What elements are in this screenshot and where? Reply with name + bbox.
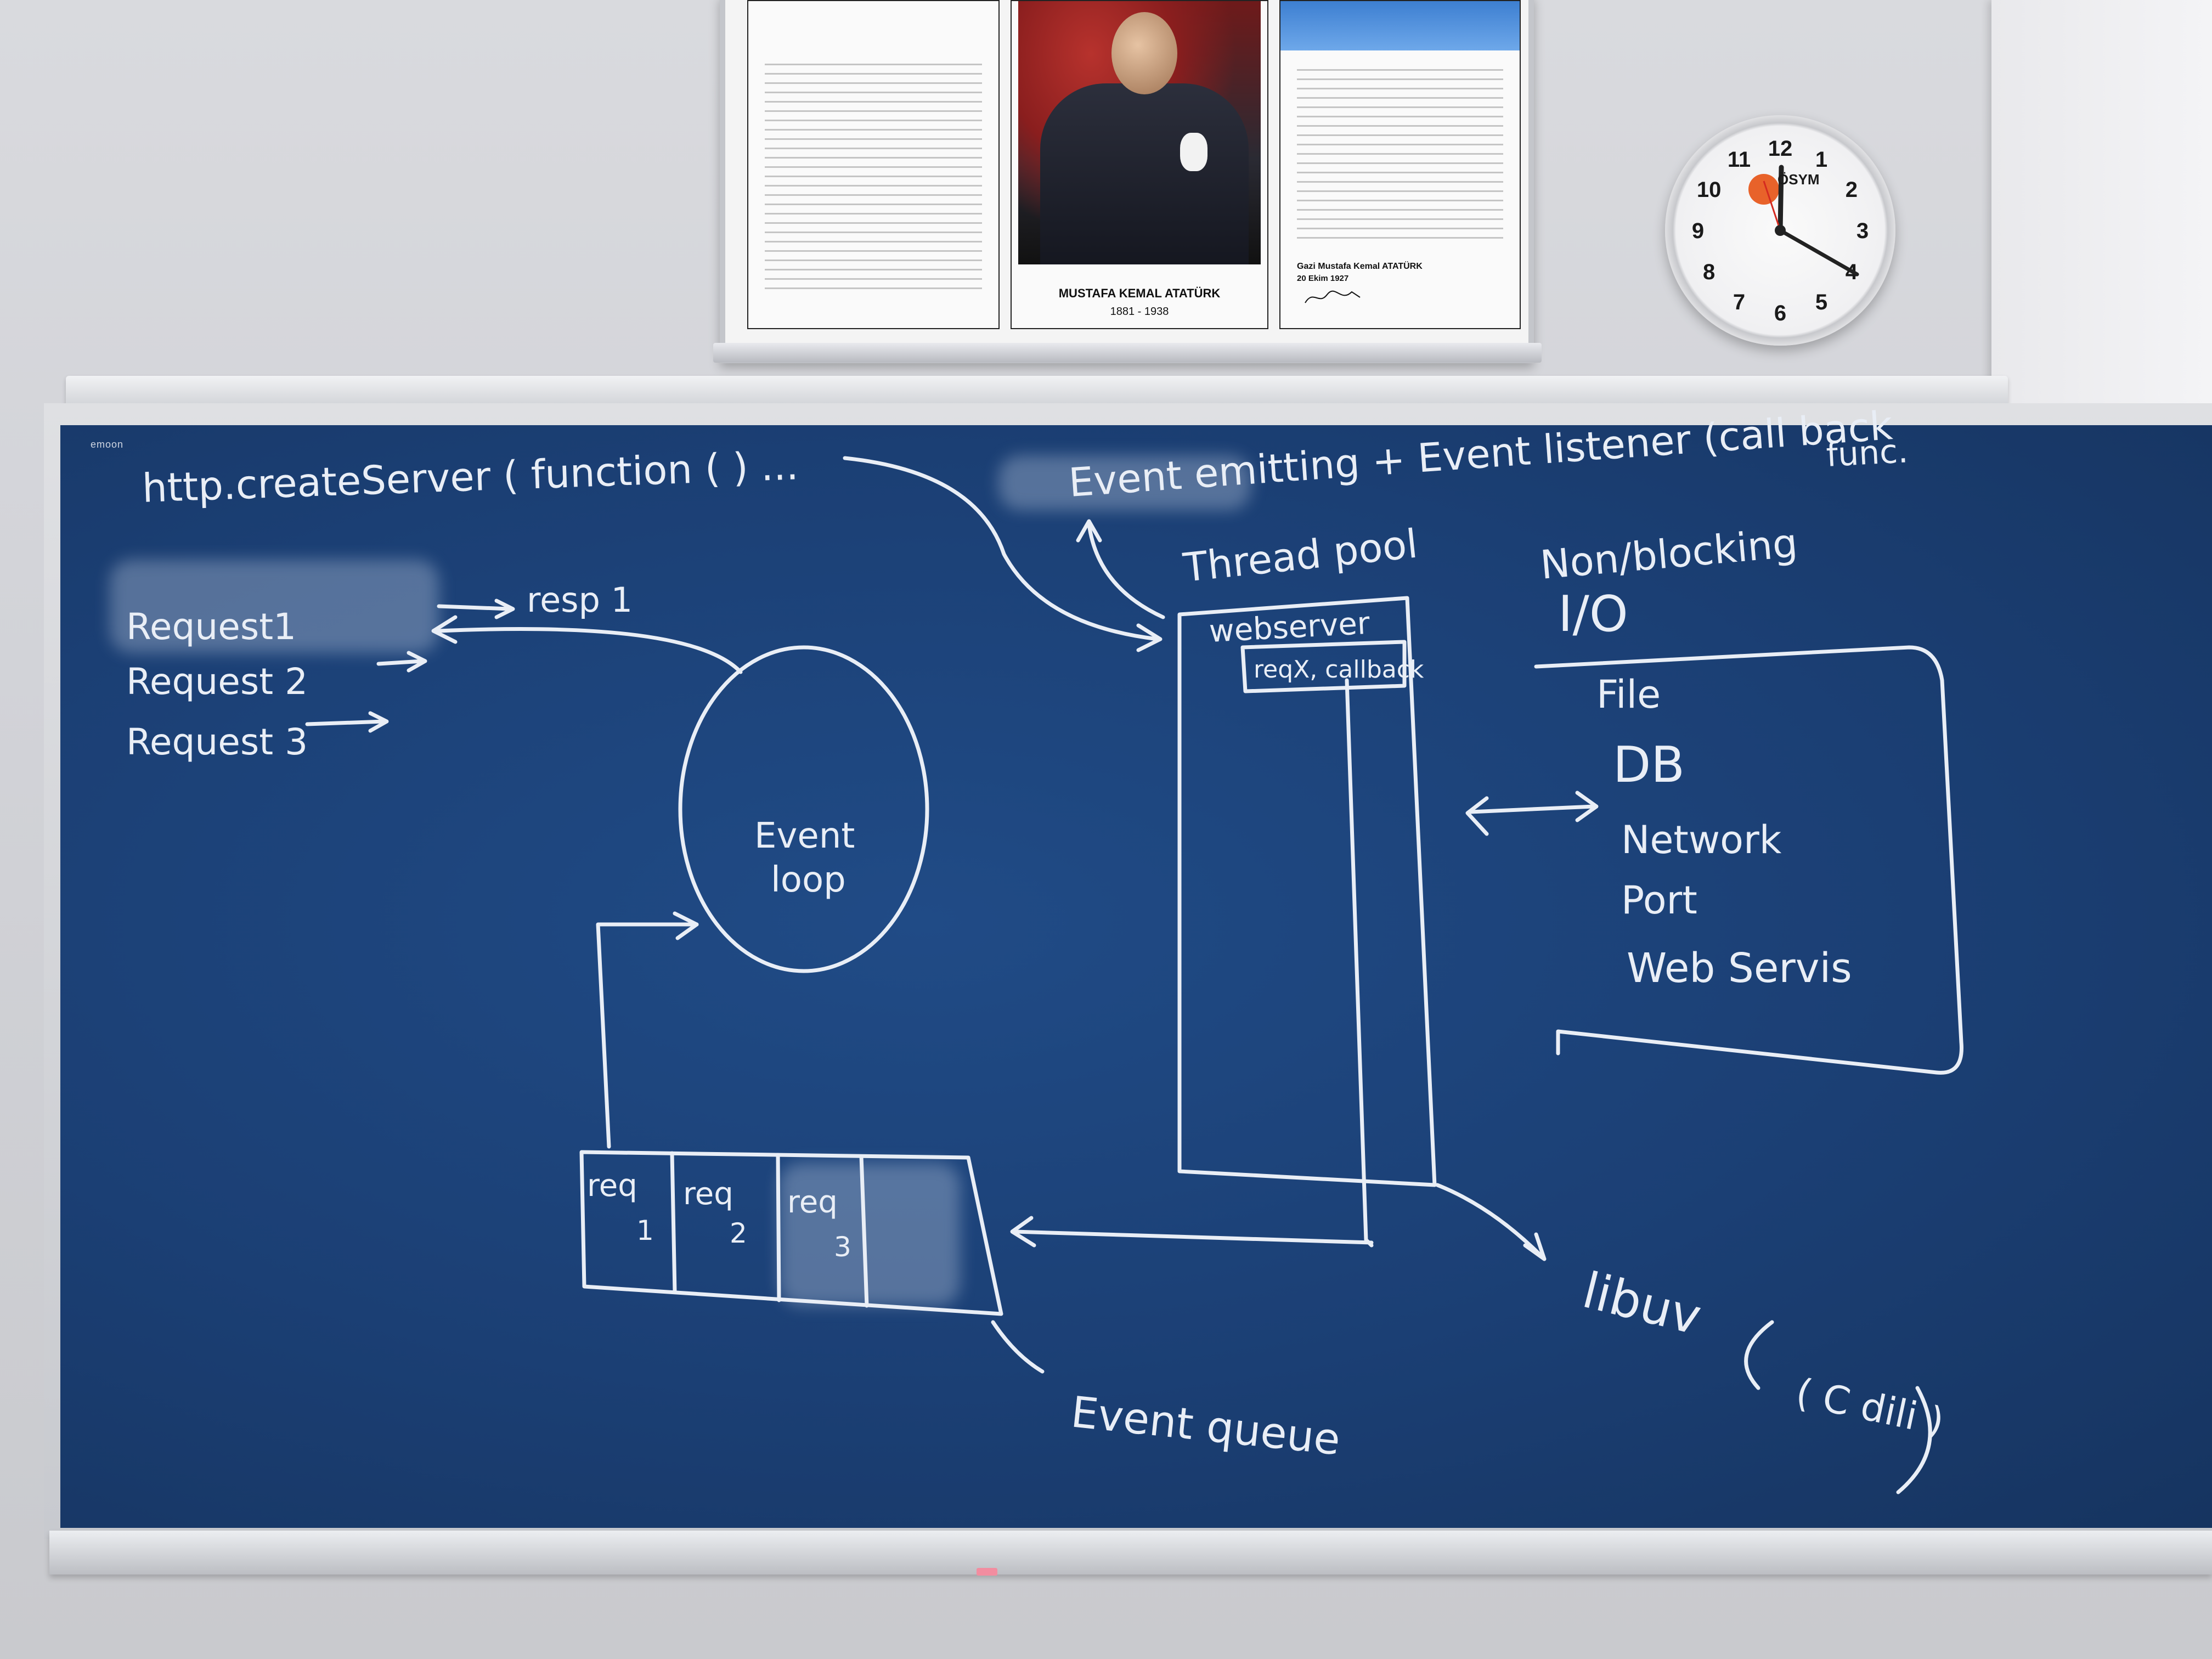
clock-numeral: 1 xyxy=(1815,148,1827,172)
request3-arrow xyxy=(305,719,386,726)
clock-numeral: 8 xyxy=(1703,260,1715,284)
poster-left-panel xyxy=(747,0,1000,329)
non-blocking-text: Non/blocking xyxy=(1538,520,1799,588)
event-emitting-text: Event emitting + Event listener (call ba… xyxy=(1067,402,1894,506)
speech-photo xyxy=(1280,1,1520,50)
clock-numeral: 2 xyxy=(1846,178,1858,202)
create-server-text: http.createServer ( function ( ) ... xyxy=(142,442,799,511)
callback-func-text: func. xyxy=(1825,432,1909,475)
portrait-name: MUSTAFA KEMAL ATATÜRK xyxy=(1058,286,1221,300)
queue-req3-text: req xyxy=(787,1184,838,1220)
poster-portrait-panel: MUSTAFA KEMAL ATATÜRK 1881 - 1938 xyxy=(1011,0,1268,329)
io-port-text: Port xyxy=(1621,878,1697,923)
to-event-emitting-arrow xyxy=(1087,522,1165,619)
chalkboard xyxy=(60,425,2212,1528)
queue-req3-sub: 3 xyxy=(834,1231,851,1263)
event-loop-text-2: loop xyxy=(771,860,846,900)
libuv-paren-left xyxy=(1744,1320,1774,1390)
libuv-note-text: ( C dili ) xyxy=(1792,1369,1948,1444)
event-loop-text-1: Event xyxy=(754,816,855,856)
portrait-face xyxy=(1111,12,1177,94)
queue-req2-text: req xyxy=(683,1176,733,1212)
queue-req2-sub: 2 xyxy=(730,1217,747,1249)
clock-numeral: 10 xyxy=(1697,178,1722,202)
tray-marker xyxy=(977,1568,997,1576)
libuv-text: libuv xyxy=(1577,1261,1707,1346)
poster-frame-bottom xyxy=(713,343,1542,363)
libuv-paren-right xyxy=(1896,1386,1932,1494)
wall-clock: 121234567891011 ÖSYM xyxy=(1665,115,1895,346)
io-network-text: Network xyxy=(1621,817,1782,862)
speech-date: 20 Ekim 1927 xyxy=(1297,274,1349,283)
signature-icon xyxy=(1305,290,1361,303)
portrait-handkerchief xyxy=(1180,133,1207,171)
clock-numeral: 6 xyxy=(1774,301,1786,325)
clock-numeral: 12 xyxy=(1768,137,1793,161)
create-server-arrow xyxy=(843,456,1160,641)
to-event-queue-arrow xyxy=(991,1320,1045,1374)
erased-area-queue xyxy=(779,1163,960,1306)
req-callback-box xyxy=(1240,640,1407,693)
erased-area-top xyxy=(998,455,1251,510)
queue-req1-sub: 1 xyxy=(636,1215,654,1246)
queue-to-loop-arrow xyxy=(596,922,699,1149)
request3-text: Request 3 xyxy=(126,721,308,763)
clock-numeral: 7 xyxy=(1733,290,1745,314)
clock-face-icon: 121234567891011 xyxy=(1692,137,1869,325)
portrait-photo xyxy=(1018,1,1261,264)
request2-arrow xyxy=(376,659,425,666)
chalk-tray xyxy=(49,1531,2212,1575)
portrait-suit xyxy=(1040,83,1249,264)
board-brand: emoon xyxy=(91,439,124,450)
io-double-arrow xyxy=(1468,804,1596,814)
poster-speech-panel: Gazi Mustafa Kemal ATATÜRK 20 Ekim 1927 xyxy=(1279,0,1521,329)
poster-left-text xyxy=(765,56,982,295)
clock-numeral: 11 xyxy=(1728,148,1751,172)
request2-text: Request 2 xyxy=(126,661,308,703)
resp1-text: resp 1 xyxy=(527,580,633,620)
chalk-text-layer: http.createServer ( function ( ) ... Eve… xyxy=(126,402,1948,1465)
queue-req1-text: req xyxy=(587,1168,637,1204)
io-file-text: File xyxy=(1596,672,1661,717)
req-callback-text: reqX, callback xyxy=(1254,656,1424,684)
event-queue-box xyxy=(579,1150,1003,1316)
response-arrow xyxy=(437,627,743,674)
io-webservis-text: Web Servis xyxy=(1627,945,1852,992)
portrait-years: 1881 - 1938 xyxy=(1110,306,1169,318)
thread-pool-box xyxy=(1177,596,1437,1187)
clock-brand: ÖSYM xyxy=(1778,171,1820,188)
io-box xyxy=(1534,645,1963,1075)
thread-pool-text: Thread pool xyxy=(1181,521,1420,591)
event-loop-circle xyxy=(678,645,929,973)
resp1-arrow xyxy=(437,604,512,611)
io-db-text: DB xyxy=(1613,736,1685,794)
event-queue-text: Event queue xyxy=(1069,1387,1342,1465)
erased-area-requests xyxy=(110,560,439,653)
speech-text xyxy=(1297,61,1503,240)
clock-numeral: 9 xyxy=(1692,219,1704,243)
webserver-text: webserver xyxy=(1208,606,1371,650)
clock-numeral: 3 xyxy=(1857,219,1869,243)
thread-inner-column xyxy=(1345,678,1374,1248)
speech-signoff: Gazi Mustafa Kemal ATATÜRK xyxy=(1297,262,1423,271)
webserver-to-queue-arrow xyxy=(1013,1229,1374,1245)
request1-text: Request1 xyxy=(126,606,296,648)
clock-numeral: 5 xyxy=(1815,290,1827,314)
to-libuv-arrow xyxy=(1435,1183,1544,1259)
io-text: I/O xyxy=(1558,585,1628,643)
